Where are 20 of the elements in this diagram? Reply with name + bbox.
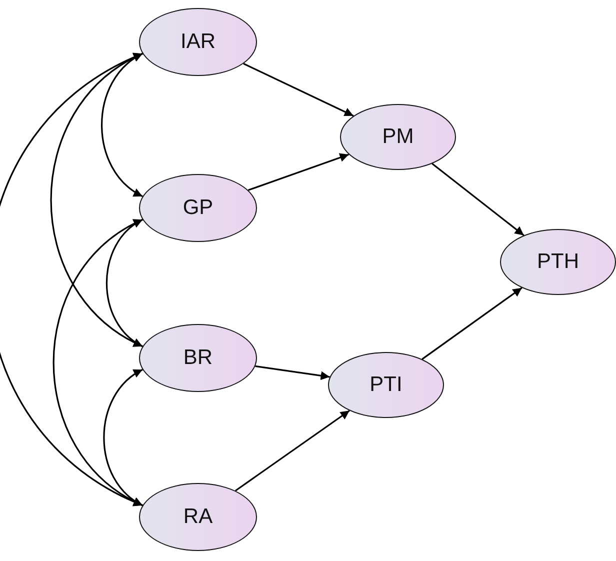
variable-label: RA bbox=[183, 505, 213, 529]
double-headed-arrow bbox=[103, 368, 143, 506]
arrow bbox=[255, 365, 330, 380]
arrow bbox=[243, 62, 354, 117]
variable-label: PTI bbox=[370, 373, 402, 397]
variable-label: PM bbox=[382, 125, 414, 149]
double-headed-arrow bbox=[0, 52, 143, 506]
arrow bbox=[422, 287, 522, 360]
double-headed-arrow bbox=[52, 218, 143, 506]
double-headed-arrow bbox=[101, 52, 143, 198]
variable-label: BR bbox=[183, 346, 213, 370]
arrow bbox=[248, 153, 350, 191]
double-headed-arrow bbox=[50, 52, 143, 348]
variable-label: IAR bbox=[180, 30, 216, 54]
variable-ellipse bbox=[500, 229, 616, 295]
double-headed-arrow bbox=[106, 218, 143, 348]
arrow bbox=[234, 410, 350, 492]
variable-label: PTH bbox=[537, 250, 579, 274]
variable-label: GP bbox=[182, 196, 214, 220]
arrow bbox=[432, 163, 524, 236]
